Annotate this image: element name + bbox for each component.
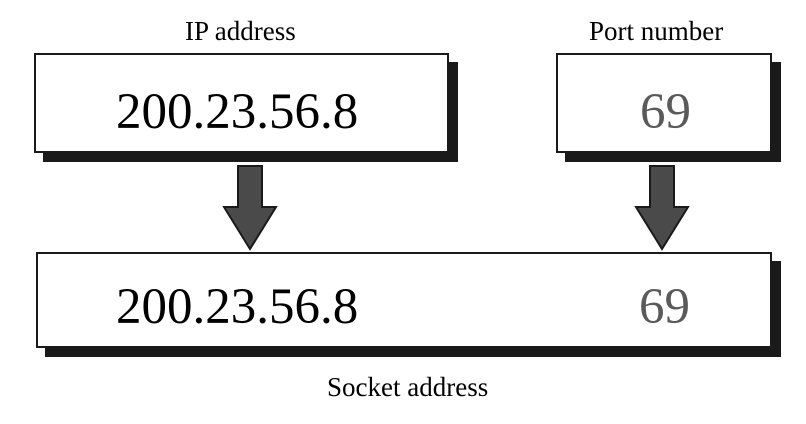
ip-address-value: 200.23.56.8 — [116, 84, 359, 140]
port-down-arrow-icon — [634, 165, 690, 251]
ip-address-label: IP address — [185, 16, 296, 46]
socket-ip-value: 200.23.56.8 — [116, 279, 359, 335]
socket-address-label: Socket address — [327, 372, 489, 402]
port-number-box: 69 — [556, 53, 772, 153]
port-number-value: 69 — [640, 84, 691, 140]
socket-port-value: 69 — [639, 279, 690, 335]
socket-address-box: 200.23.56.8 69 — [36, 252, 772, 348]
ip-address-box: 200.23.56.8 — [34, 53, 449, 153]
port-number-label: Port number — [589, 16, 724, 46]
ip-down-arrow-icon — [222, 165, 278, 251]
